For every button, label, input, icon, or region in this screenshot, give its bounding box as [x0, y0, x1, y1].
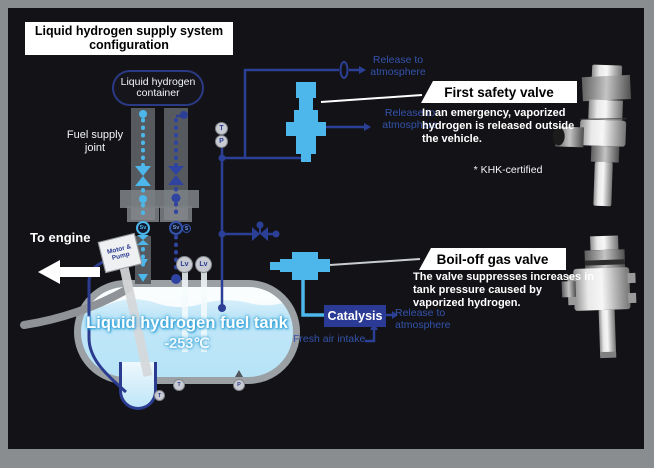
boil-off-gas-valve-photo	[561, 235, 637, 359]
junction-dot-1	[218, 154, 226, 162]
s-valve: S	[182, 224, 191, 233]
bottom-vent-symbol	[235, 370, 243, 377]
release-label-catalysis: Release to atmosphere	[395, 307, 451, 331]
check-valve-left	[252, 227, 260, 241]
bottom-sensor-1: T	[154, 390, 165, 401]
junction-dot-2	[218, 230, 226, 238]
navy-ball-valve	[171, 193, 181, 203]
fsv-leader-line	[320, 94, 423, 103]
tank-temperature: -253℃	[164, 336, 210, 352]
check-valve-actuator	[256, 221, 264, 229]
level-sensor-2: Lv	[195, 256, 212, 273]
first-safety-valve-description: In an emergency, vaporized hydrogen is r…	[422, 107, 575, 145]
temperature-sensor: T	[215, 122, 228, 135]
pump-suction-line	[87, 259, 127, 394]
arrowhead-catalysis-release	[392, 311, 398, 319]
release-label-mid: Release to atmosphere	[382, 107, 438, 131]
pump-tube	[117, 257, 153, 377]
boil-off-gas-valve-header: Boil-off gas valve	[419, 248, 566, 270]
navy-line-end-ball	[171, 274, 181, 284]
fresh-air-line	[365, 330, 376, 343]
khk-certified-note: * KHK-certified	[473, 164, 543, 176]
first-safety-valve-header: First safety valve	[421, 81, 577, 103]
line-end-dot	[272, 230, 280, 238]
pressure-sensor: P	[215, 135, 228, 148]
container-label: Liquid hydrogen container	[112, 70, 204, 106]
to-engine-label: To engine	[30, 230, 91, 245]
bottom-sensor-2: T	[173, 379, 185, 391]
navy-line-cap	[180, 111, 188, 119]
cyan-mini-valve-top	[137, 235, 149, 240]
catalysis-box: Catalysis	[324, 305, 386, 327]
cyan-joint-dot	[139, 195, 147, 203]
fuel-joint-band	[120, 190, 199, 208]
fuel-supply-joint-label: Fuel supply joint	[66, 129, 124, 154]
catalysis-feed-line	[301, 280, 324, 317]
arrowhead-top-release	[359, 66, 366, 74]
diagram-panel: Liquid hydrogen supply system configurat…	[8, 8, 644, 449]
rupture-disc-symbol	[339, 61, 349, 79]
release-label-top: Release to atmosphere	[370, 54, 426, 78]
level-probe-2	[201, 270, 207, 352]
boil-off-valve-symbol	[270, 252, 330, 280]
first-safety-valve-symbol	[286, 82, 326, 162]
piping-overlay	[20, 61, 637, 394]
to-engine-arrow	[38, 260, 100, 284]
navy-valve-bottom	[168, 175, 184, 185]
check-valve-right	[260, 227, 268, 241]
bog-leader-line	[329, 258, 421, 266]
cyan-valve-top	[135, 166, 151, 176]
tank-title: Liquid hydrogen fuel tank	[86, 314, 288, 332]
fresh-air-intake-label: Fresh air intake	[293, 333, 366, 345]
level-sensor-1: Lv	[176, 256, 193, 273]
engine-fuel-pipe	[20, 285, 132, 329]
cyan-flow-arrow-2	[138, 274, 148, 282]
shutoff-valve-1: Sv	[136, 221, 150, 235]
boil-off-gas-valve-description: The valve suppresses increases in tank p…	[413, 271, 594, 309]
vent-line-top	[243, 68, 339, 158]
diagram-title: Liquid hydrogen supply system configurat…	[25, 22, 233, 55]
cyan-valve-bottom	[135, 176, 151, 186]
level-probe-1	[182, 270, 188, 352]
shutoff-valve-2: Sv	[169, 221, 183, 235]
first-safety-valve-photo	[552, 64, 632, 207]
arrowhead-mid-release	[364, 123, 371, 131]
cyan-mini-valve-bottom	[137, 240, 149, 245]
bottom-sensor-3: P	[233, 379, 245, 391]
navy-valve-top	[168, 166, 184, 175]
tank-entry-dot	[218, 304, 226, 312]
cyan-line-cap	[139, 110, 147, 118]
